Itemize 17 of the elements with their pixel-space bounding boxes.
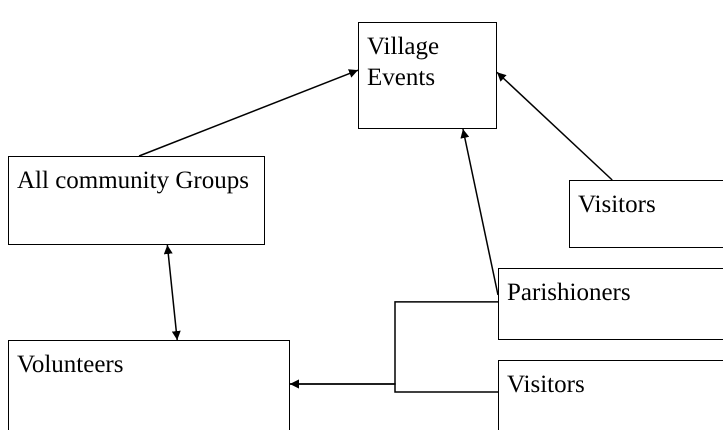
arrow (138, 69, 358, 157)
text-box (498, 360, 723, 430)
box-label: All community Groups (17, 166, 250, 196)
box-label: Visitors (507, 370, 586, 400)
box-label: Village Events (367, 32, 440, 93)
text-box (8, 156, 265, 245)
box-label: Visitors (578, 190, 657, 220)
box-label: Volunteers (17, 350, 124, 380)
text-box (569, 180, 723, 248)
text-box (8, 340, 290, 430)
arrow (290, 380, 498, 393)
arrow (460, 128, 499, 296)
arrow (164, 244, 181, 340)
text-box (358, 22, 497, 129)
arrow (496, 72, 613, 181)
text-box (498, 268, 723, 340)
box-label: Parishioners (507, 278, 632, 308)
